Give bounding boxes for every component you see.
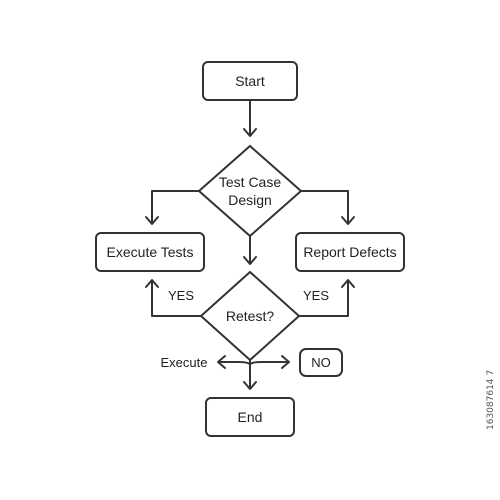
retest-label: Retest? [226,308,274,324]
execute-tests-node: Execute Tests [95,232,205,272]
end-node: End [205,397,295,437]
retest-decision: Retest? [199,270,301,362]
yes-right-label: YES [303,288,329,303]
retest-to-execute-arrow: YES [145,279,202,317]
execute-tests-label: Execute Tests [107,244,194,260]
end-label: End [238,409,263,425]
design-to-retest-arrow [243,235,257,265]
report-defects-label: Report Defects [303,244,396,260]
retest-to-report-arrow: YES [298,279,355,317]
start-label: Start [235,73,265,89]
design-to-execute-arrow [145,190,200,225]
design-label-line2: Design [228,192,272,208]
test-case-design-decision: Test Case Design [197,144,303,238]
retest-bottom-branch: Execute [161,355,290,390]
no-node: NO [299,348,343,377]
design-to-report-arrow [300,190,355,225]
design-label-line1: Test Case [219,174,281,190]
execute-label: Execute [161,355,208,370]
start-to-design-arrow [243,99,257,137]
yes-left-label: YES [168,288,194,303]
no-label: NO [311,355,331,370]
start-node: Start [202,61,298,101]
report-defects-node: Report Defects [295,232,405,272]
stock-id-text: 163087614 7 [486,370,496,430]
